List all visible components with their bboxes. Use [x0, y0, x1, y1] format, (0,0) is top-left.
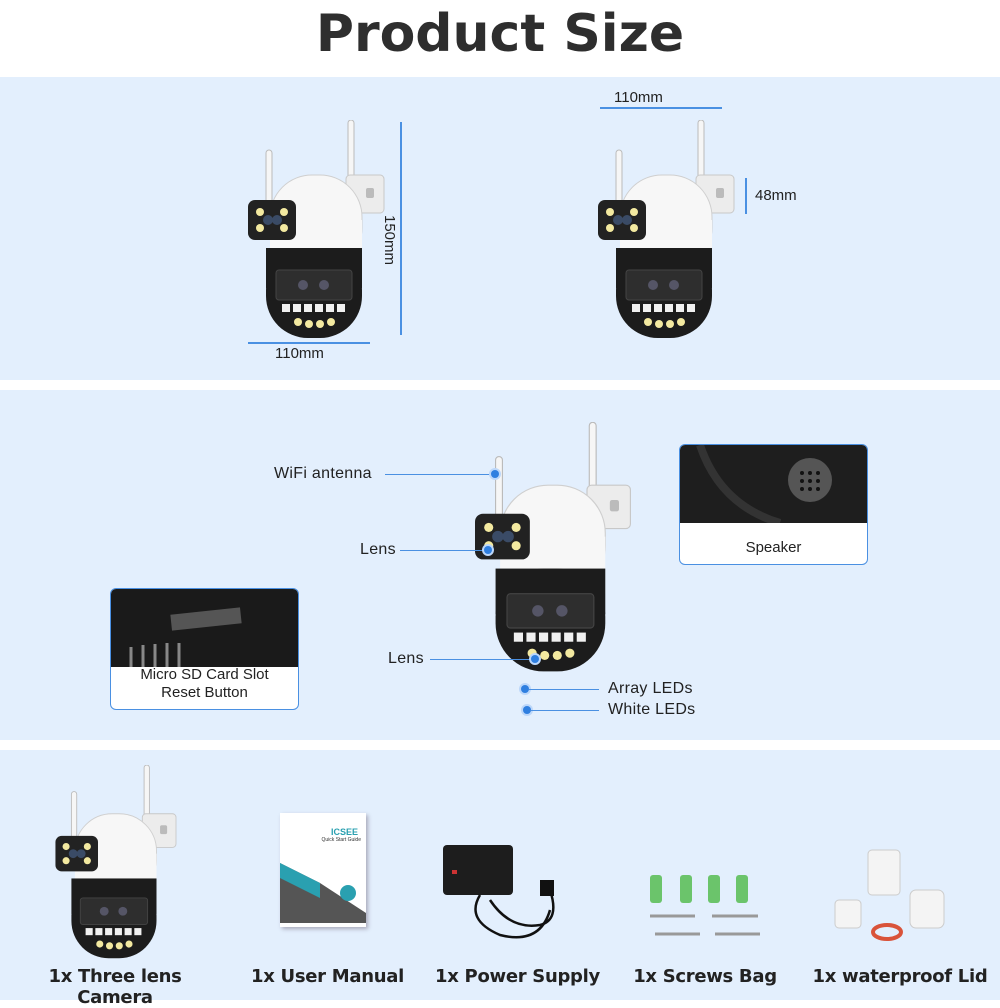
- top-width-dimension-line: [600, 107, 722, 109]
- callout-line: [385, 474, 495, 475]
- callout-line: [531, 710, 599, 711]
- item-label-camera: 1x Three lens Camera: [48, 966, 182, 1008]
- callout-line: [430, 659, 535, 660]
- item-label-lid: 1x waterproof Lid: [812, 966, 988, 987]
- camera-package-image: [55, 765, 180, 960]
- dimensions-panel: [0, 77, 1000, 380]
- callout-line: [400, 550, 488, 551]
- screws-bag-image: [650, 875, 760, 936]
- callout-dot: [523, 706, 531, 714]
- depth-dimension-line: [745, 178, 747, 214]
- camera-side-image: [598, 120, 738, 340]
- item-label-manual: 1x User Manual: [251, 966, 404, 987]
- camera-front-image: [248, 120, 388, 340]
- callout-dot: [491, 470, 499, 478]
- manual-subtitle: Quick Start Guide: [321, 837, 361, 843]
- width-front-label: 110mm: [275, 345, 324, 362]
- user-manual-image: ICSEE Quick Start Guide: [280, 813, 366, 927]
- waterproof-lid-image: [834, 849, 945, 941]
- wifi-antenna-label: WiFi antenna: [274, 465, 372, 482]
- lens-top-label: Lens: [360, 541, 396, 558]
- speaker-detail-box: Speaker: [679, 444, 868, 565]
- array-leds-label: Array LEDs: [608, 680, 693, 697]
- reset-button-label: Reset Button: [161, 684, 248, 701]
- height-dimension-line: [400, 122, 402, 335]
- manual-brand: ICSEE: [330, 827, 358, 837]
- height-label: 150mm: [381, 215, 398, 266]
- speaker-image: [680, 445, 867, 527]
- white-leds-label: White LEDs: [608, 701, 696, 718]
- lens-bottom-label: Lens: [388, 650, 424, 667]
- page-title: Product Size: [315, 4, 685, 64]
- width-dimension-line: [248, 342, 370, 344]
- callout-dot: [531, 655, 539, 663]
- callout-dot: [484, 546, 492, 554]
- callout-dot: [521, 685, 529, 693]
- camera-main-image: [475, 422, 635, 674]
- speaker-label: Speaker: [745, 539, 802, 556]
- sd-card-detail-box: Micro SD Card Slot Reset Button: [110, 588, 299, 710]
- item-label-screws: 1x Screws Bag: [633, 966, 777, 987]
- depth-label: 48mm: [755, 187, 797, 204]
- width-top-label: 110mm: [614, 89, 663, 106]
- sd-card-slot-image: [111, 589, 298, 667]
- sd-card-label: Micro SD Card Slot: [140, 666, 269, 683]
- item-label-power-supply: 1x Power Supply: [435, 966, 600, 987]
- callout-line: [529, 689, 599, 690]
- power-supply-image: [443, 845, 555, 939]
